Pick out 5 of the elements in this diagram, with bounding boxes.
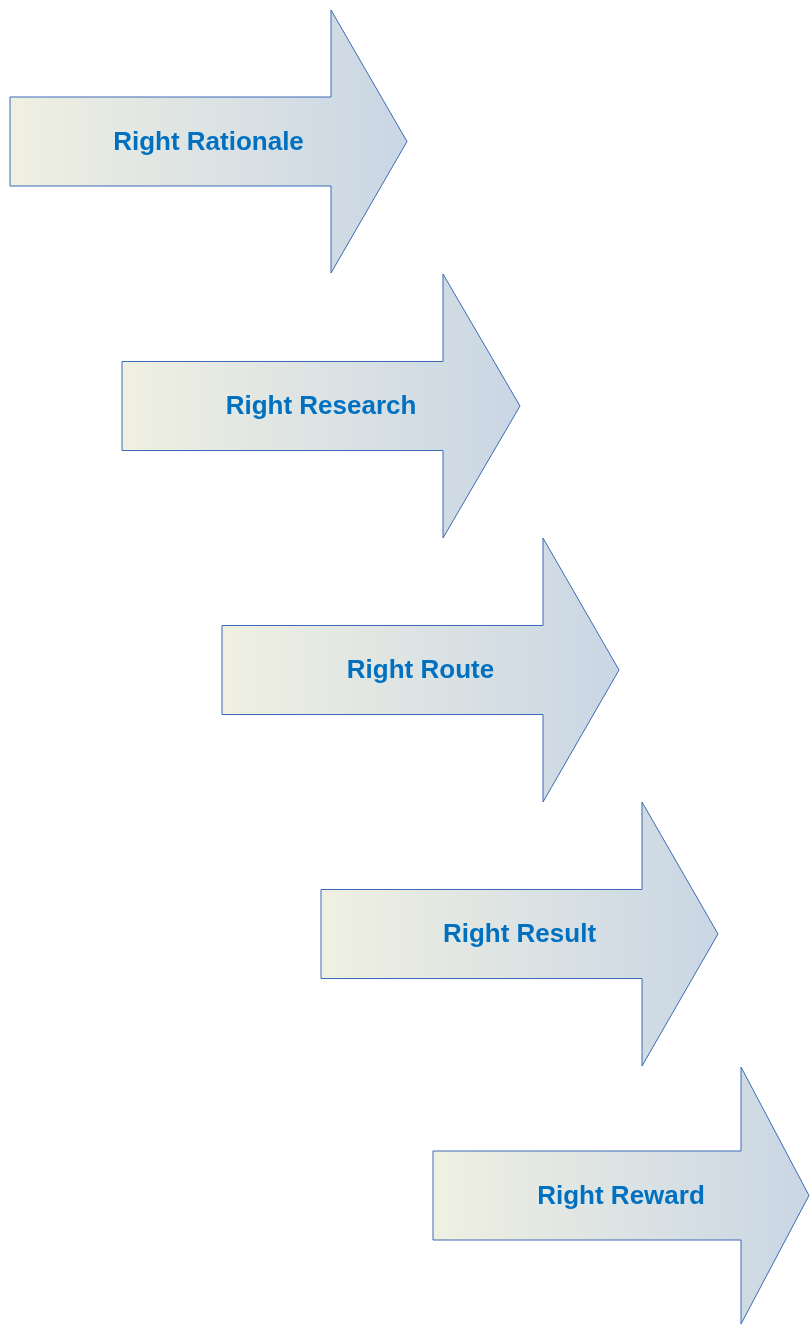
step-label: Right Route (345, 654, 496, 685)
step-label: Right Rationale (112, 125, 305, 157)
step-label: Right Research (224, 390, 418, 421)
step-label: Right Result (441, 918, 598, 949)
step-label: Right Reward (536, 1179, 706, 1211)
